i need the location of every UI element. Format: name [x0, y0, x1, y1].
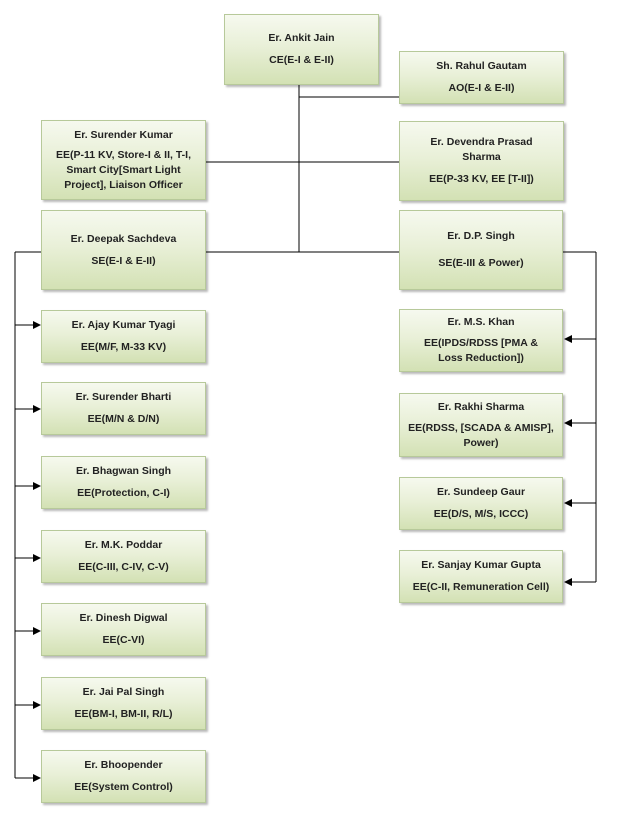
node-name: Er. M.K. Poddar [84, 539, 163, 551]
node-name: Er. Devendra Prasad Sharma [430, 136, 533, 163]
node-role: EE(C-VI) [102, 634, 145, 646]
node-ao: Sh. Rahul Gautam AO(E-I & E-II) [399, 51, 564, 104]
node-bhoopender: Er. Bhoopender EE(System Control) [41, 750, 206, 803]
node-role: EE(RDSS, [SCADA & AMISP], Power) [408, 421, 554, 449]
node-khan: Er. M.S. Khan EE(IPDS/RDSS [PMA & Loss R… [399, 309, 563, 372]
node-name: Er. Ankit Jain [268, 32, 335, 44]
node-name: Er. Surender Bharti [75, 391, 172, 403]
node-role: EE(M/N & D/N) [87, 413, 160, 425]
node-name: Er. Rakhi Sharma [437, 400, 525, 413]
node-bharti: Er. Surender Bharti EE(M/N & D/N) [41, 382, 206, 435]
node-name: Er. Bhagwan Singh [75, 465, 172, 477]
node-name: Er. Jai Pal Singh [82, 686, 165, 698]
node-role: EE(System Control) [74, 781, 173, 793]
node-role: EE(D/S, M/S, ICCC) [433, 508, 529, 520]
node-surender-kumar: Er. Surender Kumar EE(P-11 KV, Store-I &… [41, 120, 206, 200]
node-role: EE(P-11 KV, Store-I & II, T-I, Smart Cit… [56, 148, 191, 191]
node-deepak: Er. Deepak Sachdeva SE(E-I & E-II) [41, 210, 206, 290]
node-role: SE(E-III & Power) [438, 257, 524, 269]
node-name: Er. D.P. Singh [447, 230, 515, 242]
node-devendra: Er. Devendra Prasad Sharma EE(P-33 KV, E… [399, 121, 564, 201]
node-name: Sh. Rahul Gautam [436, 60, 527, 72]
node-name: Er. Dinesh Digwal [79, 612, 168, 624]
node-role: EE(BM-I, BM-II, R/L) [74, 708, 173, 720]
node-name: Er. Bhoopender [84, 759, 163, 771]
node-ajay: Er. Ajay Kumar Tyagi EE(M/F, M-33 KV) [41, 310, 206, 363]
node-rakhi: Er. Rakhi Sharma EE(RDSS, [SCADA & AMISP… [399, 393, 563, 457]
node-role: SE(E-I & E-II) [91, 254, 156, 267]
node-role: EE(IPDS/RDSS [PMA & Loss Reduction]) [424, 337, 538, 364]
node-name: Er. Sundeep Gaur [436, 486, 526, 498]
node-bhagwan: Er. Bhagwan Singh EE(Protection, C-I) [41, 456, 206, 509]
node-name: Er. M.S. Khan [447, 316, 515, 328]
node-dp-singh: Er. D.P. Singh SE(E-III & Power) [399, 210, 563, 290]
node-poddar: Er. M.K. Poddar EE(C-III, C-IV, C-V) [41, 530, 206, 583]
node-name: Er. Sanjay Kumar Gupta [421, 559, 541, 571]
node-role: CE(E-I & E-II) [269, 54, 334, 66]
node-name: Er. Deepak Sachdeva [70, 232, 177, 245]
node-sundeep: Er. Sundeep Gaur EE(D/S, M/S, ICCC) [399, 477, 563, 530]
node-role: AO(E-I & E-II) [448, 82, 515, 94]
node-name: Er. Ajay Kumar Tyagi [71, 319, 176, 331]
node-role: EE(Protection, C-I) [77, 487, 170, 499]
node-role: EE(M/F, M-33 KV) [80, 341, 167, 353]
node-role: EE(C-III, C-IV, C-V) [78, 561, 169, 573]
node-role: EE(C-II, Remuneration Cell) [412, 581, 550, 593]
node-ceo: Er. Ankit Jain CE(E-I & E-II) [224, 14, 379, 85]
node-sanjay: Er. Sanjay Kumar Gupta EE(C-II, Remunera… [399, 550, 563, 603]
node-role: EE(P-33 KV, EE [T-II]) [429, 173, 534, 185]
node-digwal: Er. Dinesh Digwal EE(C-VI) [41, 603, 206, 656]
node-jaipal: Er. Jai Pal Singh EE(BM-I, BM-II, R/L) [41, 677, 206, 730]
node-name: Er. Surender Kumar [74, 128, 173, 141]
